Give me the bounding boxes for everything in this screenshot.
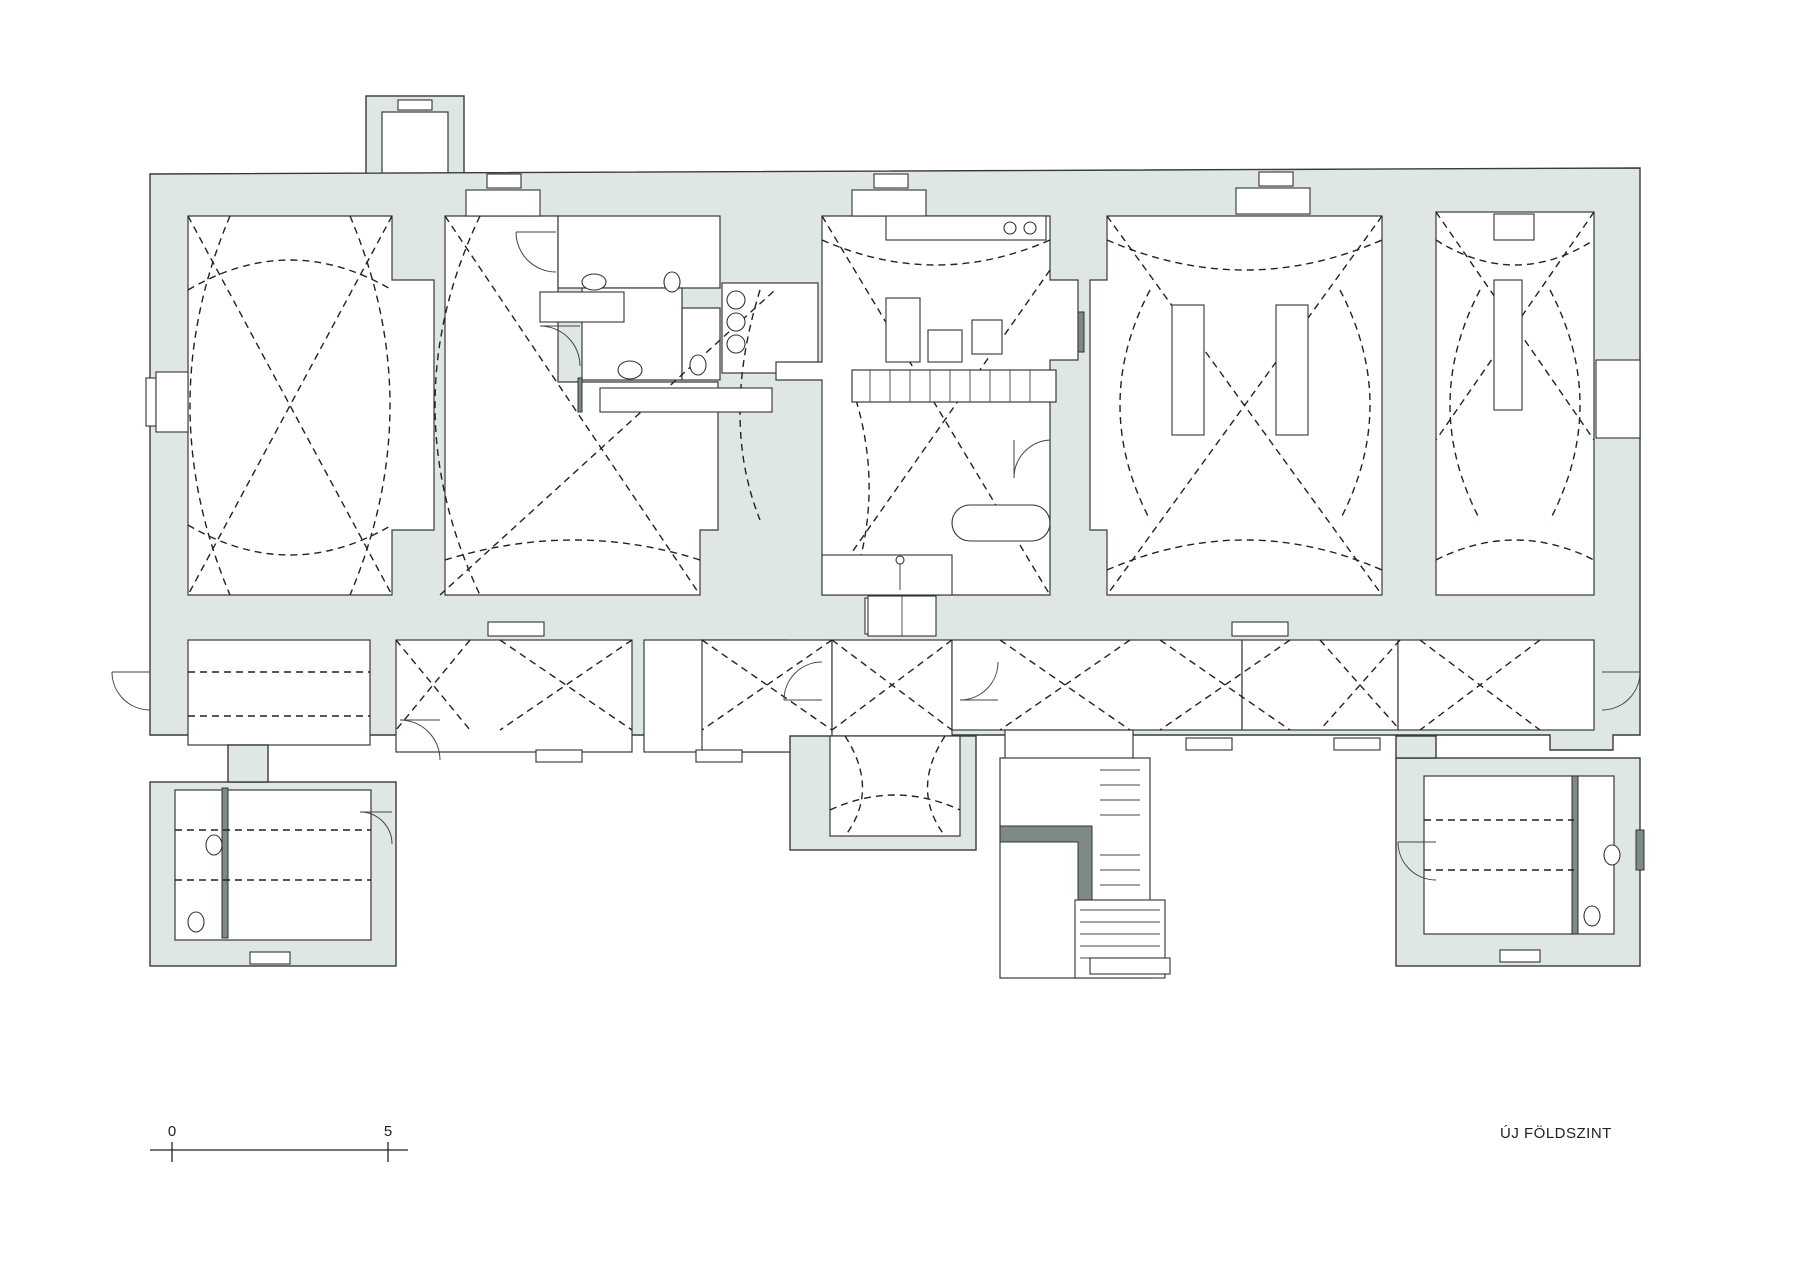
chimney xyxy=(365,95,465,175)
south-windows xyxy=(487,621,1381,763)
vault-lines-corridor xyxy=(188,639,1541,731)
north-fixtures xyxy=(539,213,1535,635)
north-windows xyxy=(145,171,1641,439)
north-stair xyxy=(851,369,1057,403)
central-bay xyxy=(789,735,977,851)
south-wing-right xyxy=(1395,735,1645,967)
south-stair xyxy=(999,757,1171,979)
entrance-steps xyxy=(867,555,937,637)
scale-bar: 0 5 xyxy=(150,1123,408,1162)
door-swings xyxy=(111,231,1641,881)
scale-end-label: 5 xyxy=(384,1123,392,1140)
plan-title: ÚJ FÖLDSZINT xyxy=(1500,1125,1612,1142)
scale-start-label: 0 xyxy=(168,1123,176,1140)
south-wing-left xyxy=(149,744,397,967)
